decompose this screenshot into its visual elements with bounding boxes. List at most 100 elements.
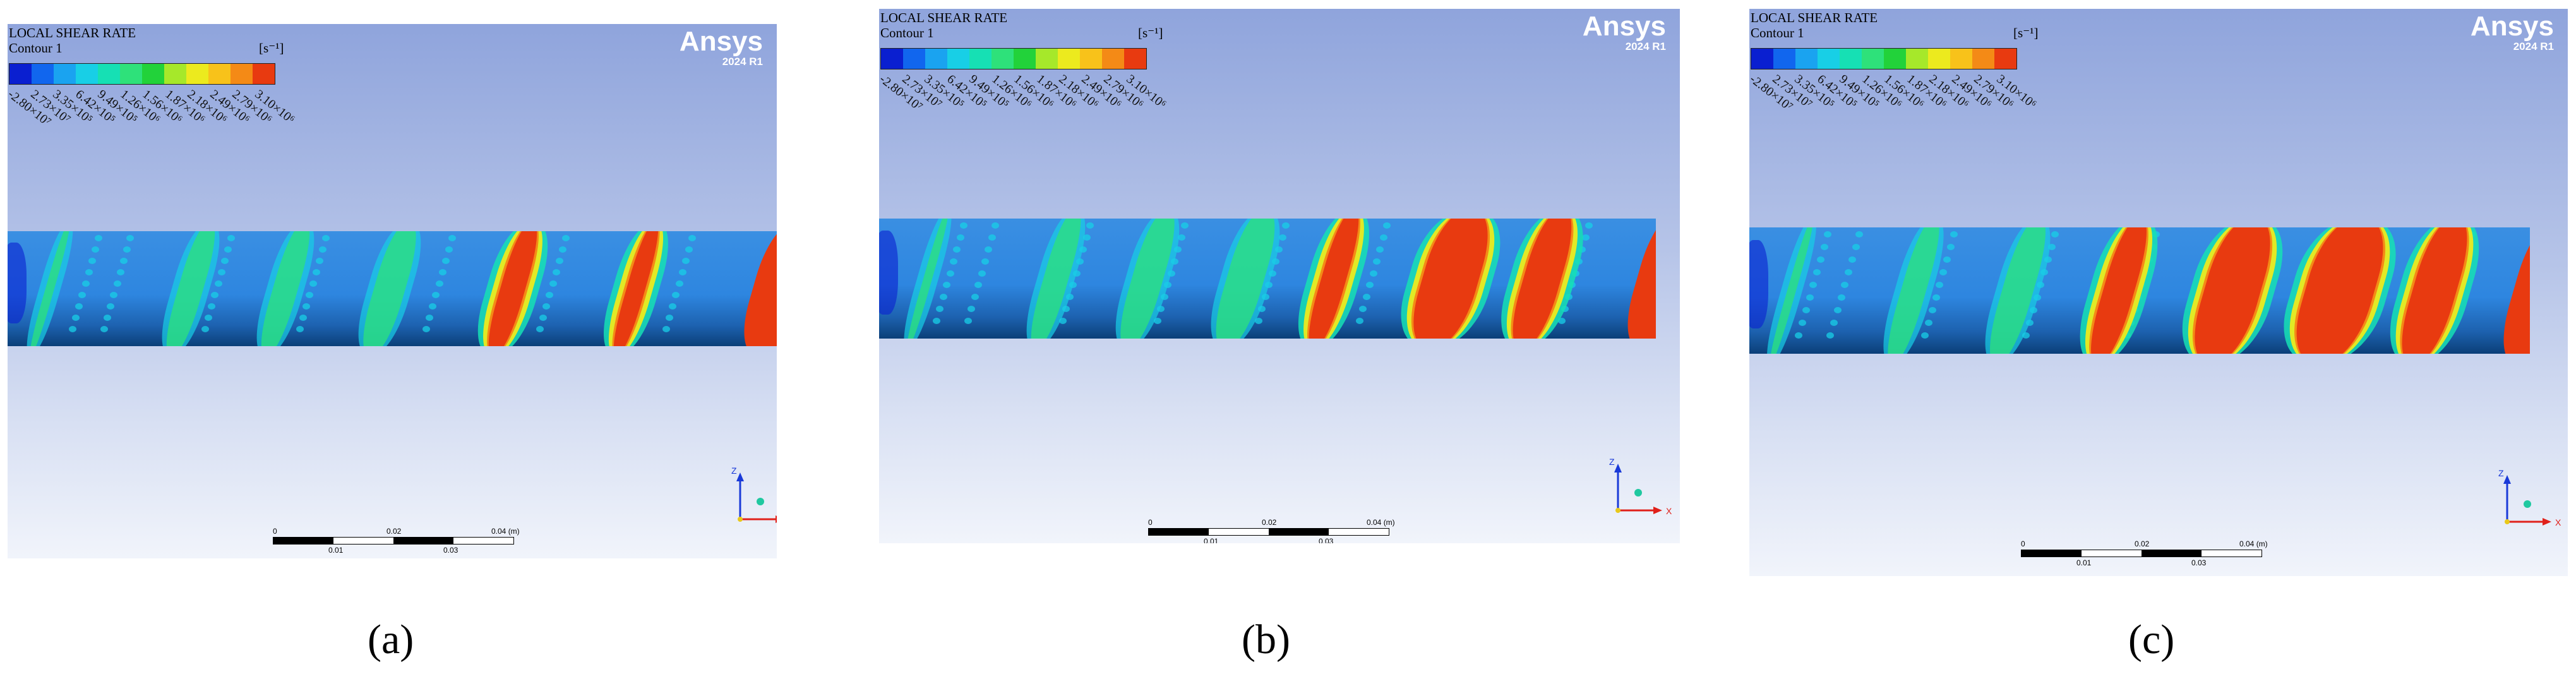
shear-spot	[299, 315, 308, 321]
shear-spot	[1943, 256, 1951, 263]
colorbar	[880, 48, 1147, 69]
colorbar-swatch	[947, 49, 969, 69]
shear-spot	[685, 246, 693, 253]
scale-label-bottom: 0.01	[328, 546, 344, 555]
shear-spot	[1816, 256, 1824, 263]
shear-spot	[303, 303, 311, 310]
shear-spot	[559, 246, 567, 253]
shear-spot	[448, 235, 457, 241]
shear-spot	[92, 246, 100, 253]
shear-spot	[72, 315, 80, 321]
shear-spot	[967, 306, 976, 313]
shear-spot	[991, 222, 1000, 229]
colorbar-swatch	[925, 49, 947, 69]
legend-unit: [s⁻¹]	[259, 40, 284, 56]
shear-spot	[1072, 270, 1081, 277]
shear-spot	[2026, 320, 2034, 326]
scale-segment	[1329, 529, 1389, 535]
scale-label-top: 0	[273, 527, 277, 536]
shear-spot	[1925, 320, 1933, 326]
legend-contour-name: Contour 1	[880, 25, 934, 41]
caption-a: (a)	[368, 617, 414, 663]
shear-spot	[1852, 244, 1860, 250]
y-axis-dot	[2524, 500, 2531, 508]
legend-title: LOCAL SHEAR RATE	[880, 10, 1008, 25]
shear-spot	[107, 303, 115, 310]
colorbar	[9, 63, 275, 85]
colorbar-swatch	[76, 64, 98, 84]
colorbar-swatch	[1884, 49, 1906, 69]
shear-spot	[971, 294, 979, 301]
x-axis-arrow	[2543, 518, 2551, 526]
shear-spot	[2022, 332, 2030, 339]
colorbar-swatch	[186, 64, 208, 84]
shear-band	[1112, 219, 1183, 339]
colorbar-swatch	[208, 64, 231, 84]
shear-spot	[1171, 258, 1179, 265]
shear-spot	[1813, 269, 1821, 275]
origin-dot	[1615, 508, 1620, 513]
shear-spot	[1174, 246, 1182, 253]
shear-spot	[950, 258, 958, 265]
coordinate-triad: ZX	[728, 466, 777, 536]
shear-spot	[672, 292, 680, 298]
legend-header: LOCAL SHEAR RATE Contour 1	[9, 25, 136, 56]
shear-spot	[981, 258, 990, 265]
shear-spot	[1561, 306, 1569, 313]
scale-segment	[273, 538, 333, 544]
brand-version: 2024 R1	[2513, 40, 2554, 52]
shear-spot	[662, 326, 670, 332]
legend-header: LOCAL SHEAR RATE Contour 1	[1751, 10, 1878, 40]
colorbar-swatch	[1036, 49, 1058, 69]
shear-spot	[1268, 270, 1276, 277]
scale-label-top: 0.04 (m)	[2239, 539, 2268, 548]
scale-segment	[2202, 550, 2261, 557]
contour-panel-a: LOCAL SHEAR RATE Contour 1 [s⁻¹] -2.80×1…	[8, 24, 777, 558]
shear-spot	[1824, 231, 1832, 238]
shear-spot	[217, 269, 225, 275]
shear-spot	[688, 235, 697, 241]
shear-spot	[555, 258, 563, 264]
shear-spot	[88, 258, 96, 264]
shear-spot	[1928, 307, 1936, 313]
colorbar-swatch	[1840, 49, 1862, 69]
shear-spot	[1355, 318, 1363, 325]
shear-spot	[1833, 307, 1842, 313]
scale-label-bottom: 0.01	[1204, 537, 1219, 543]
scale-label-top: 0.02	[386, 527, 402, 536]
caption-c: (c)	[2128, 617, 2175, 663]
shear-spot	[214, 280, 222, 287]
shear-spot	[2047, 244, 2056, 250]
y-axis-dot	[757, 498, 764, 505]
brand-name: Ansys	[679, 26, 763, 57]
shear-spot	[1809, 282, 1818, 288]
shear-band	[355, 231, 424, 346]
shear-spot	[1177, 234, 1185, 241]
shear-spot	[666, 315, 674, 321]
colorbar-swatch	[1994, 49, 2016, 69]
shear-spot	[960, 222, 968, 229]
contour-panel-b: LOCAL SHEAR RATE Contour 1 [s⁻¹] -2.80×1…	[879, 9, 1680, 543]
shear-band	[1207, 219, 1284, 339]
colorbar-swatch	[164, 64, 186, 84]
scale-bar-segments	[2021, 550, 2262, 557]
colorbar-swatch	[1818, 49, 1840, 69]
shear-spot	[1164, 282, 1172, 289]
shear-spot	[429, 303, 437, 310]
shear-spot	[1076, 258, 1084, 265]
scale-segment	[333, 538, 393, 544]
shear-spot	[113, 280, 121, 287]
shear-band	[734, 231, 777, 346]
shear-spot	[1366, 282, 1374, 289]
shear-spot	[1254, 318, 1262, 325]
shear-spot	[549, 280, 557, 287]
shear-spot	[1058, 318, 1067, 325]
shear-spot	[315, 258, 323, 264]
colorbar-swatch	[903, 49, 925, 69]
shear-spot	[943, 282, 951, 289]
shear-spot	[1278, 234, 1286, 241]
colorbar-swatch	[1058, 49, 1080, 69]
